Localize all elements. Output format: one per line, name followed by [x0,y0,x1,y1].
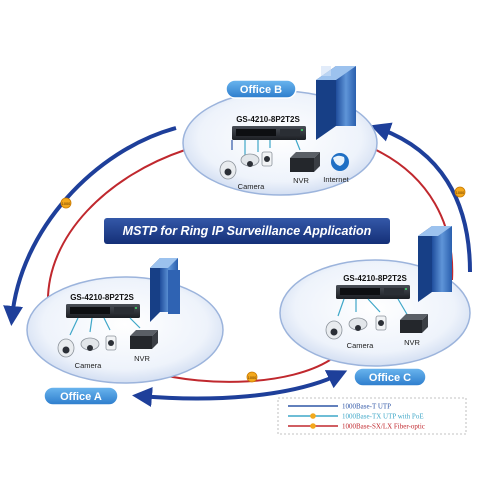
legend-label-fiber: 1000Base-SX/LX Fiber-optic [342,423,425,431]
office-b-dome-camera-icon [219,160,237,180]
office-b-bullet-camera-icon [261,151,273,167]
office-a-nvr-icon [130,330,158,349]
office-a-dome-camera-icon [57,338,75,358]
office-c-ptz-camera-icon [348,317,368,331]
title-banner: MSTP for Ring IP Surveillance Applicatio… [104,218,390,244]
office-c-camera-label: Camera [347,341,375,350]
office-a-group: GS-4210-8P2T2S Camera NVR Of [26,258,224,406]
legend-item-utp: 1000Base-T UTP [288,403,391,411]
office-c-group: GS-4210-8P2T2S Camera NVR Of [279,226,471,387]
office-b-camera-label: Camera [238,182,266,191]
office-a-label: Office A [60,391,102,403]
office-b-nvr-label: NVR [293,176,309,185]
link-badge-text: 1000 [62,202,70,206]
office-a-ptz-camera-icon [80,337,100,351]
legend-label-utp: 1000Base-T UTP [342,403,391,411]
office-b-label: Office B [240,84,282,96]
office-c-nvr-icon [400,314,428,333]
office-a-building-icon [150,258,180,322]
legend-item-fiber: 1000Base-SX/LX Fiber-optic [288,423,425,431]
legend-item-poe: 1000Base-TX UTP with PoE [288,413,424,421]
office-b-switch-icon [232,126,306,140]
office-c-nvr-label: NVR [404,338,420,347]
office-b-tag: Office B [225,79,297,99]
office-c-building-icon [418,226,452,302]
ring-arrow-bottom [132,370,348,407]
link-badge-right: 1000 [454,186,466,198]
office-c-dome-camera-icon [325,320,343,340]
office-b-ptz-camera-icon [240,153,260,167]
legend-box: 1000Base-T UTP 1000Base-TX UTP with PoE … [277,397,467,435]
office-b-building-icon [316,66,356,140]
office-b-group: GS-4210-8P2T2S Camera NVR [182,66,378,196]
diagram-title: MSTP for Ring IP Surveillance Applicatio… [123,224,372,238]
office-a-bullet-camera-icon [105,335,117,351]
link-badge-bottom: 1000 [246,371,258,383]
office-c-bullet-camera-icon [375,315,387,331]
fiber-link-b-a [46,149,186,307]
internet-globe-icon [331,153,349,171]
link-badge-text: 1000 [248,376,256,380]
office-c-tag: Office C [353,367,427,387]
office-a-switch-icon [66,304,140,318]
office-b-internet-label: Internet [323,175,349,184]
link-badge-left: 1000 [60,197,72,209]
ring-arrow-right [370,122,472,273]
legend-label-poe: 1000Base-TX UTP with PoE [342,413,424,421]
office-b-nvr-icon [290,152,320,172]
office-a-switch-model: GS-4210-8P2T2S [70,293,134,302]
office-b-switch-model: GS-4210-8P2T2S [236,115,300,124]
office-a-camera-label: Camera [75,361,103,370]
office-a-nvr-label: NVR [134,354,150,363]
office-c-switch-icon [336,285,410,299]
office-c-switch-model: GS-4210-8P2T2S [343,274,407,283]
link-badge-text: 1000 [456,191,464,195]
office-a-tag: Office A [43,386,119,406]
office-c-label: Office C [369,372,411,384]
